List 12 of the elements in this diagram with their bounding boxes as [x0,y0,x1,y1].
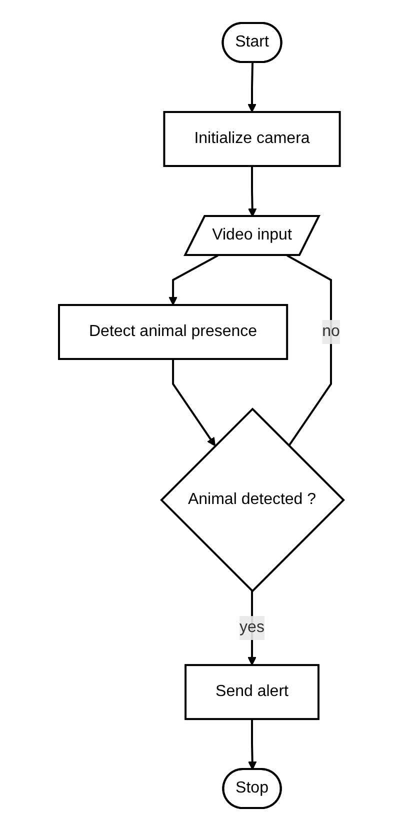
arrow [248,166,256,218]
node-box: Initialize camera [162,111,341,168]
connector [286,255,332,447]
arrow [172,359,216,447]
arrow [247,62,256,113]
node-box: Send alert [184,664,320,721]
arrow [168,255,218,306]
arrow [248,720,256,770]
edge-label: yes [239,620,264,637]
node-diamond: Animal detected ? [160,408,345,593]
edge-label: no [322,323,340,340]
node-box: Detect animal presence [58,304,288,360]
